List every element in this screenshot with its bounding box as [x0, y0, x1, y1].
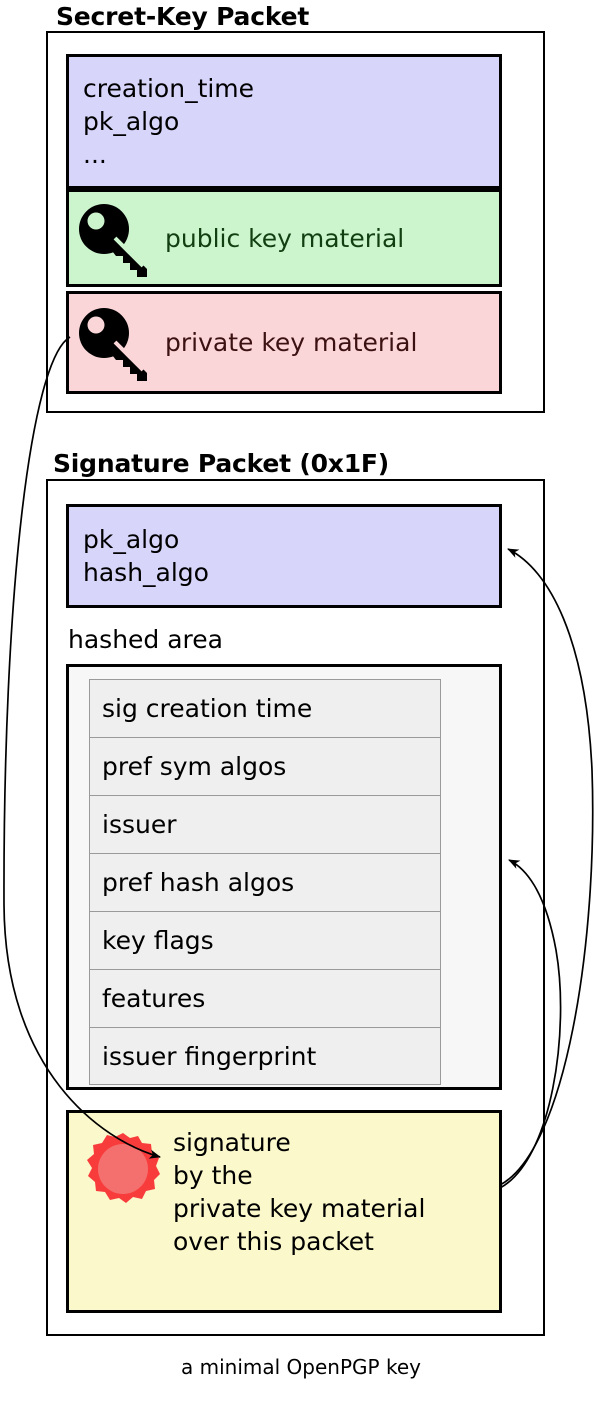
- wax-seal-icon: [84, 1131, 162, 1209]
- signature-text: signature by the private key material ov…: [173, 1128, 426, 1256]
- key-icon: [75, 201, 159, 281]
- subpacket-row[interactable]: features: [89, 969, 441, 1027]
- secret-key-header-field: creation_time pk_algo ...: [66, 54, 502, 189]
- key-icon: [75, 305, 159, 385]
- subpacket-row[interactable]: pref hash algos: [89, 853, 441, 911]
- public-key-material-field: public key material: [66, 189, 502, 287]
- hashed-area-box: sig creation time pref sym algos issuer …: [66, 664, 502, 1090]
- secret-key-packet-title: Secret-Key Packet: [56, 2, 310, 31]
- subpacket-row[interactable]: issuer: [89, 795, 441, 853]
- signature-field: signature by the private key material ov…: [66, 1110, 502, 1313]
- signature-algos-field: pk_algo hash_algo: [66, 504, 502, 608]
- subpacket-row[interactable]: pref sym algos: [89, 737, 441, 795]
- subpacket-row[interactable]: key flags: [89, 911, 441, 969]
- private-key-material-field: private key material: [66, 291, 502, 394]
- subpacket-list: sig creation time pref sym algos issuer …: [89, 679, 441, 1085]
- private-key-material-text: private key material: [165, 328, 418, 357]
- subpacket-row[interactable]: sig creation time: [89, 679, 441, 737]
- hashed-area-label: hashed area: [68, 625, 223, 654]
- signature-packet-title: Signature Packet (0x1F): [53, 449, 390, 478]
- secret-key-header-text: creation_time pk_algo ...: [83, 74, 255, 169]
- public-key-material-text: public key material: [165, 223, 405, 253]
- subpacket-row[interactable]: issuer fingerprint: [89, 1027, 441, 1085]
- diagram-caption: a minimal OpenPGP key: [181, 1355, 421, 1379]
- signature-algos-text: pk_algo hash_algo: [83, 525, 209, 587]
